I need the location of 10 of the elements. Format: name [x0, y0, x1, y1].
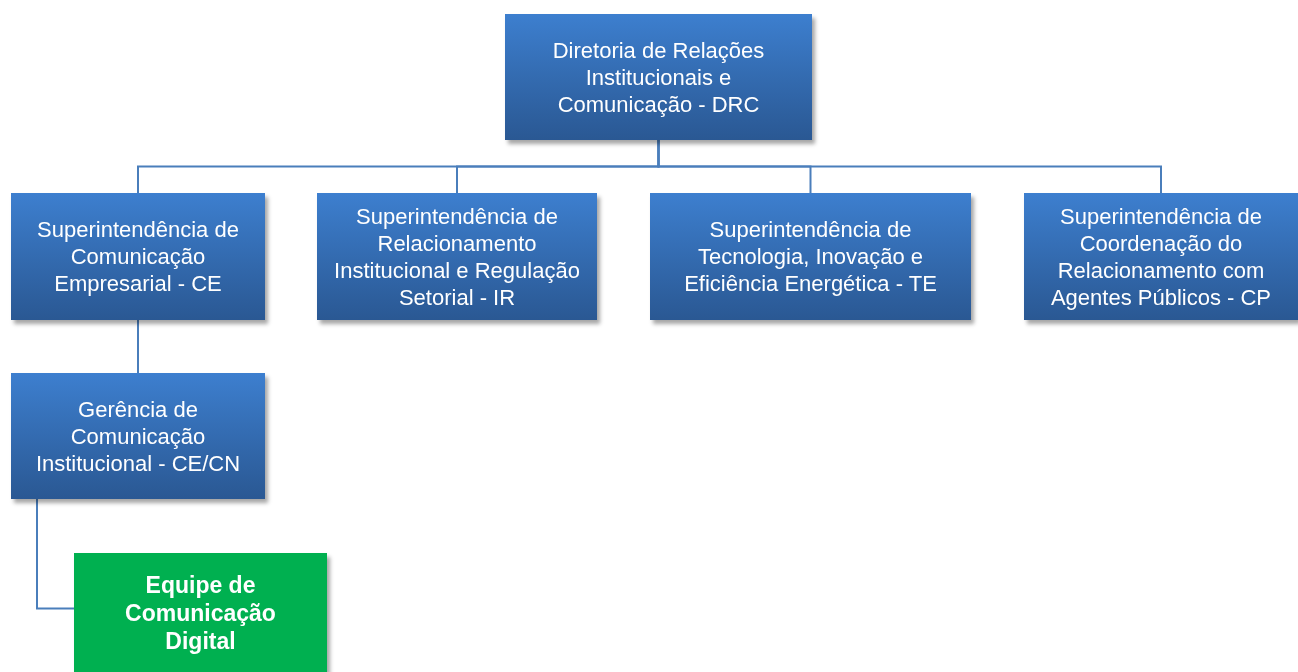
connector-line — [137, 319, 139, 374]
org-unit-box: Diretoria de Relações Institucionais e Comunicação - DRC — [505, 14, 812, 140]
org-unit-box: Gerência de Comunicação Institucional - CE/CN — [11, 373, 265, 499]
org-unit-box: Superintendência de Comunicação Empresarial - CE — [11, 193, 265, 320]
team-box: Equipe de Comunicação Digital — [74, 553, 327, 672]
connector-line — [36, 498, 75, 610]
org-unit-box: Superintendência de Relacionamento Institucional e Regulação Setorial - IR — [317, 193, 597, 320]
connector-line — [657, 139, 1162, 194]
org-unit-box: Superintendência de Coordenação do Relacionamento com Agentes Públicos - CP — [1024, 193, 1298, 320]
org-unit-box: Superintendência de Tecnologia, Inovação e Eficiência Energética - TE — [650, 193, 971, 320]
